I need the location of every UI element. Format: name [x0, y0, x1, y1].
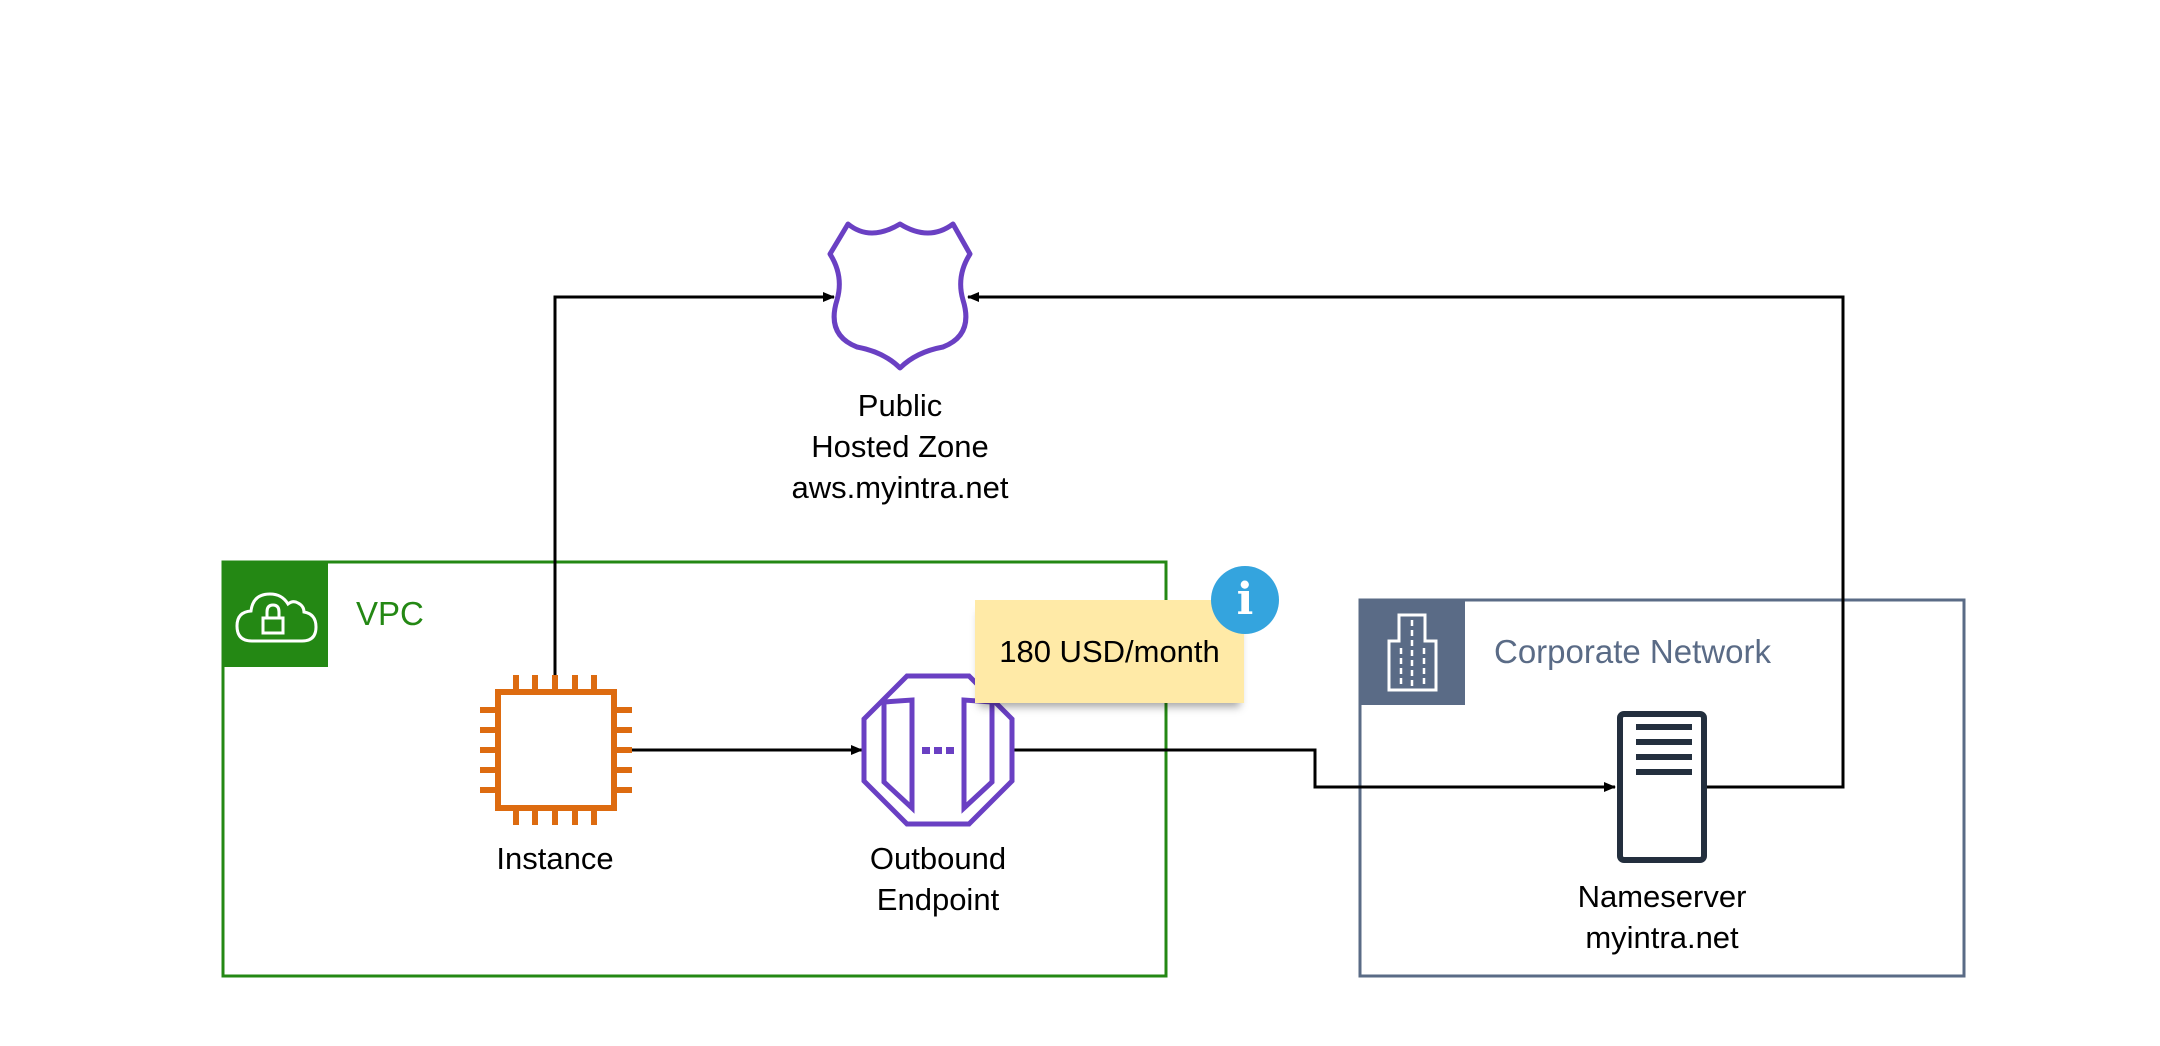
nameserver-label-line-1: Nameserver: [1577, 879, 1747, 914]
hosted-zone-label-line-3: aws.myintra.net: [791, 470, 1009, 505]
vpc-border: [221, 560, 1168, 978]
building-icon: [1387, 613, 1438, 692]
nameserver-label: Nameserver myintra.net: [1562, 876, 1762, 958]
cost-note-text: 180 USD/month: [999, 633, 1220, 669]
outbound-endpoint-label: Outbound Endpoint: [838, 838, 1038, 920]
vpc-group[interactable]: [221, 560, 1168, 978]
connector-endpoint-to-nameserver: [1014, 748, 1616, 792]
connector-instance-to-hosted-zone: [553, 292, 835, 675]
hosted-zone-label-line-2: Hosted Zone: [811, 429, 989, 464]
outbound-endpoint-label-line-2: Endpoint: [876, 882, 1000, 917]
hosted-zone-label-line-1: Public: [857, 388, 943, 423]
ec2-chip-icon[interactable]: [480, 675, 632, 825]
cloud-lock-icon: [235, 592, 318, 643]
instance-label: Instance: [496, 841, 614, 876]
connector-nameserver-to-hosted-zone: [967, 292, 1845, 789]
corporate-network-group[interactable]: [1358, 598, 1966, 978]
cost-note[interactable]: 180 USD/month: [975, 600, 1244, 703]
server-icon[interactable]: [1617, 711, 1707, 863]
route53-shield-icon[interactable]: [827, 221, 973, 371]
hosted-zone-label: Public Hosted Zone aws.myintra.net: [760, 385, 1040, 508]
outbound-endpoint-label-line-1: Outbound: [869, 841, 1007, 876]
info-icon[interactable]: i: [1211, 566, 1279, 634]
corporate-network-title: Corporate Network: [1494, 633, 1771, 670]
connectors: [553, 292, 1845, 792]
vpc-title: VPC: [356, 595, 424, 632]
nameserver-label-line-2: myintra.net: [1585, 920, 1739, 955]
